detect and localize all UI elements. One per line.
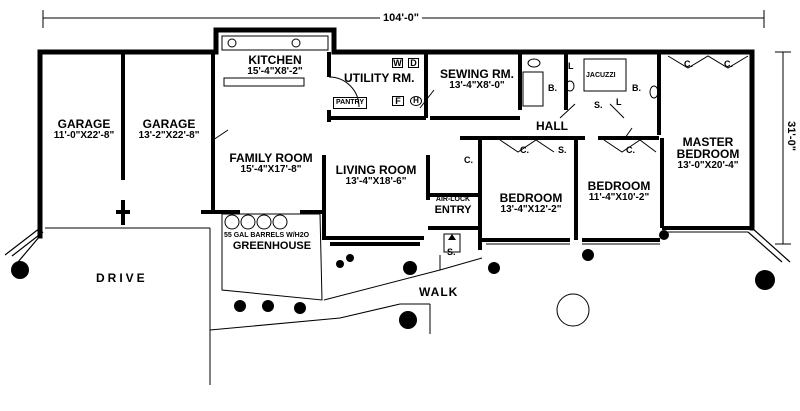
sewing-room-size: 13'-4"X8'-0" bbox=[449, 80, 505, 91]
master-bedroom-size: 13'-0"X20'-4" bbox=[677, 160, 739, 171]
greenhouse-name: GREENHOUSE bbox=[232, 240, 312, 252]
hall-storage-label: S. bbox=[558, 145, 567, 155]
depth-dimension-line bbox=[775, 51, 791, 245]
interior-walls bbox=[116, 52, 752, 250]
garage-2-label: GARAGE 13'-2"X22'-8" bbox=[128, 118, 210, 141]
living-room-size: 13'-4"X18'-6" bbox=[345, 176, 407, 187]
sewing-room-name: SEWING RM. bbox=[440, 67, 514, 81]
windows-and-details bbox=[45, 35, 749, 385]
greenhouse-label: 55 GAL BARRELS W/H2O GREENHOUSE bbox=[224, 232, 320, 252]
bedroom-1-size: 13'-4"X12'-2" bbox=[500, 204, 562, 215]
drive-label: DRIVE bbox=[96, 271, 148, 285]
living-room-name: LIVING ROOM bbox=[335, 163, 417, 177]
water-heater-label: H bbox=[410, 96, 422, 106]
garage-1-label: GARAGE 11'-0"X22'-8" bbox=[48, 118, 120, 141]
sewing-room-label: SEWING RM. 13'-4"X8'-0" bbox=[438, 68, 516, 91]
living-room-label: LIVING ROOM 13'-4"X18'-6" bbox=[332, 164, 420, 187]
width-dimension-label: 104'-0" bbox=[380, 12, 422, 24]
master-bedroom-name-2: BEDROOM bbox=[676, 147, 740, 161]
earth-berm bbox=[4, 227, 791, 263]
water-barrels-icon bbox=[224, 214, 288, 230]
pantry-label: PANTRY bbox=[333, 97, 367, 109]
family-room-name: FAMILY ROOM bbox=[229, 151, 313, 165]
entry-arrow-icon bbox=[448, 234, 456, 240]
bedroom-2-label: BEDROOM 11'-4"X10'-2" bbox=[582, 180, 656, 203]
depth-dimension-label: 31'-0" bbox=[784, 121, 797, 151]
bath-label-2: B. bbox=[632, 83, 641, 93]
master-bedroom-label: MASTER BEDROOM 13'-0"X20'-4" bbox=[668, 136, 748, 171]
dryer-label: D bbox=[408, 58, 419, 68]
greenhouse-note: 55 GAL BARRELS W/H2O bbox=[224, 232, 310, 239]
master-bedroom-name: MASTER bbox=[682, 135, 734, 149]
bath-label-1: B. bbox=[548, 83, 557, 93]
garage-1-name: GARAGE bbox=[57, 117, 111, 131]
closet-label-5: C. bbox=[464, 155, 473, 165]
linen-label-2: L bbox=[616, 97, 622, 107]
closet-label-2: C. bbox=[724, 59, 733, 69]
shower-label: S. bbox=[594, 100, 603, 110]
utility-room-label: UTILITY RM. bbox=[344, 71, 415, 85]
bedroom-2-name: BEDROOM bbox=[587, 179, 651, 193]
entry-note: AIR-LOCK bbox=[435, 196, 471, 203]
shrub-icons bbox=[11, 230, 775, 329]
kitchen-label: KITCHEN 15'-4"X8'-2" bbox=[236, 54, 314, 77]
kitchen-name: KITCHEN bbox=[248, 53, 302, 67]
entry-storage-label: S. bbox=[447, 247, 456, 257]
garage-2-name: GARAGE bbox=[142, 117, 196, 131]
bedroom-1-label: BEDROOM 13'-4"X12'-2" bbox=[490, 192, 572, 215]
tree-icon bbox=[556, 293, 590, 327]
bedroom-2-size: 11'-4"X10'-2" bbox=[588, 192, 650, 203]
garage-2-size: 13'-2"X22'-8" bbox=[138, 130, 200, 141]
entry-name: ENTRY bbox=[434, 204, 472, 216]
walk-label: WALK bbox=[419, 285, 459, 299]
bedroom-1-name: BEDROOM bbox=[499, 191, 563, 205]
linen-label-1: L bbox=[568, 61, 574, 71]
closet-label-1: C. bbox=[684, 59, 693, 69]
closet-label-3: C. bbox=[520, 145, 529, 155]
jacuzzi-label: JACUZZI bbox=[586, 72, 616, 79]
kitchen-size: 15'-4"X8'-2" bbox=[247, 66, 303, 77]
exterior-walls bbox=[37, 27, 755, 239]
closet-label-4: C. bbox=[626, 145, 635, 155]
entry-label: AIR-LOCK ENTRY bbox=[430, 196, 476, 216]
family-room-label: FAMILY ROOM 15'-4"X17'-8" bbox=[224, 152, 318, 175]
washer-label: W bbox=[392, 58, 403, 68]
hall-label: HALL bbox=[536, 119, 568, 133]
furnace-label: F bbox=[392, 96, 404, 106]
family-room-size: 15'-4"X17'-8" bbox=[240, 164, 302, 175]
garage-1-size: 11'-0"X22'-8" bbox=[53, 130, 115, 141]
